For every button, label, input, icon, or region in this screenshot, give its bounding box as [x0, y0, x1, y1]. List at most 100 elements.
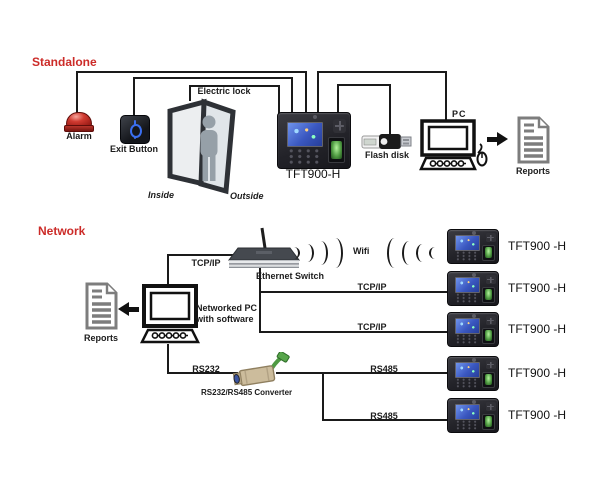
wire-segment — [317, 71, 319, 117]
wire-segment — [278, 85, 280, 117]
tft900-device — [447, 356, 499, 391]
exit-button-ring — [130, 124, 142, 138]
alarm-base — [64, 125, 94, 132]
wire-segment — [259, 268, 261, 333]
wire-segment — [337, 84, 391, 86]
wire-segment — [276, 372, 447, 374]
tft900-label-1: TFT900 -H — [508, 239, 567, 253]
arrow-right-icon — [487, 132, 508, 146]
flash-disk-label: Flash disk — [364, 150, 409, 160]
reports-document-icon — [85, 282, 118, 330]
reports-document-icon — [517, 116, 550, 164]
outside-label: Outside — [230, 191, 264, 201]
wire-segment — [259, 291, 447, 293]
networked-pc-illustration — [139, 284, 201, 344]
wire-segment — [167, 372, 238, 374]
ethernet-switch-icon — [228, 227, 300, 268]
reports-label: Reports — [515, 166, 550, 176]
networked-pc-label-line2: with software — [196, 314, 254, 324]
wifi-wave-icon — [387, 238, 402, 268]
device-keypad — [454, 377, 478, 388]
rs232-rs485-converter-icon — [232, 352, 290, 387]
wire-segment — [337, 84, 339, 117]
device-dpad — [486, 402, 496, 412]
device-keypad — [454, 333, 478, 344]
tft900-device-main — [277, 112, 351, 169]
person-silhouette — [200, 115, 218, 181]
wire-segment — [322, 372, 324, 421]
wire-segment — [291, 77, 293, 117]
wifi-wave-icon — [416, 244, 429, 262]
wifi-wave-icon — [402, 241, 416, 265]
fingerprint-sensor — [482, 286, 495, 304]
wire-segment — [133, 77, 135, 116]
inside-label: Inside — [148, 190, 175, 200]
device-keypad — [454, 250, 478, 261]
standalone-section-title: Standalone — [32, 55, 97, 69]
wire-segment — [167, 254, 233, 256]
ethernet-switch-label: Ethernet Switch — [256, 271, 325, 281]
wifi-label: Wifi — [353, 246, 370, 256]
wire-segment — [133, 77, 293, 79]
pc-label: PC — [452, 109, 467, 119]
network-section-title: Network — [38, 224, 86, 238]
alarm-label: Alarm — [66, 131, 92, 141]
device-screen — [287, 121, 324, 147]
fingerprint-sensor — [327, 137, 345, 164]
tcpip-switch-label: TCP/IP — [191, 258, 221, 268]
wire-segment — [322, 419, 447, 421]
tft900-device — [447, 229, 499, 264]
device-dpad — [486, 275, 496, 285]
fingerprint-sensor — [482, 244, 495, 262]
device-dpad — [332, 118, 347, 134]
device-dpad — [486, 233, 496, 243]
wire-segment — [189, 85, 191, 101]
wire-segment — [317, 71, 447, 73]
wire-segment — [305, 71, 307, 117]
rs485-line1-label: RS485 — [370, 364, 398, 374]
tft900-label-4: TFT900 -H — [508, 366, 567, 380]
wire-segment — [259, 331, 447, 333]
device-screen — [454, 318, 480, 335]
wire-segment — [76, 71, 78, 113]
device-keypad — [454, 419, 478, 430]
wifi-wave-icon — [301, 244, 314, 262]
fingerprint-sensor — [482, 371, 495, 389]
mouse-icon — [476, 143, 488, 167]
fingerprint-sensor — [482, 413, 495, 431]
rs485-line2-label: RS485 — [370, 411, 398, 421]
device-screen — [454, 404, 480, 421]
arrow-left-icon — [118, 302, 139, 316]
rs232-label: RS232 — [192, 364, 220, 374]
tft900-device — [447, 398, 499, 433]
tft900-device — [447, 271, 499, 306]
tft900-label-2: TFT900 -H — [508, 281, 567, 295]
device-keypad — [454, 292, 478, 303]
wifi-wave-icon — [328, 238, 343, 268]
wire-segment — [189, 85, 280, 87]
wifi-wave-icon — [429, 247, 441, 259]
wire-segment — [445, 71, 447, 121]
electric-lock-label: Electric lock — [197, 86, 251, 96]
door-frame — [167, 98, 207, 188]
tcpip-line2-label: TCP/IP — [357, 322, 387, 332]
tft900-label-3: TFT900 -H — [508, 322, 567, 336]
reports-label: Reports — [83, 333, 118, 343]
device-screen — [454, 235, 480, 252]
exit-button-icon — [120, 115, 150, 144]
device-dpad — [486, 316, 496, 326]
wire-segment — [76, 71, 307, 73]
wire-segment — [389, 84, 391, 137]
device-screen — [454, 277, 480, 294]
tft900-main-label: TFT900-H — [285, 167, 341, 181]
converter-label: RS232/RS485 Converter — [201, 388, 293, 397]
pc-illustration — [419, 119, 488, 171]
tft900-label-5: TFT900 -H — [508, 408, 567, 422]
fingerprint-sensor — [482, 327, 495, 345]
device-dpad — [486, 360, 496, 370]
wire-segment — [167, 254, 169, 286]
exit-button-label: Exit Button — [110, 144, 158, 154]
door-illustration — [167, 98, 236, 195]
device-keypad — [287, 147, 322, 165]
